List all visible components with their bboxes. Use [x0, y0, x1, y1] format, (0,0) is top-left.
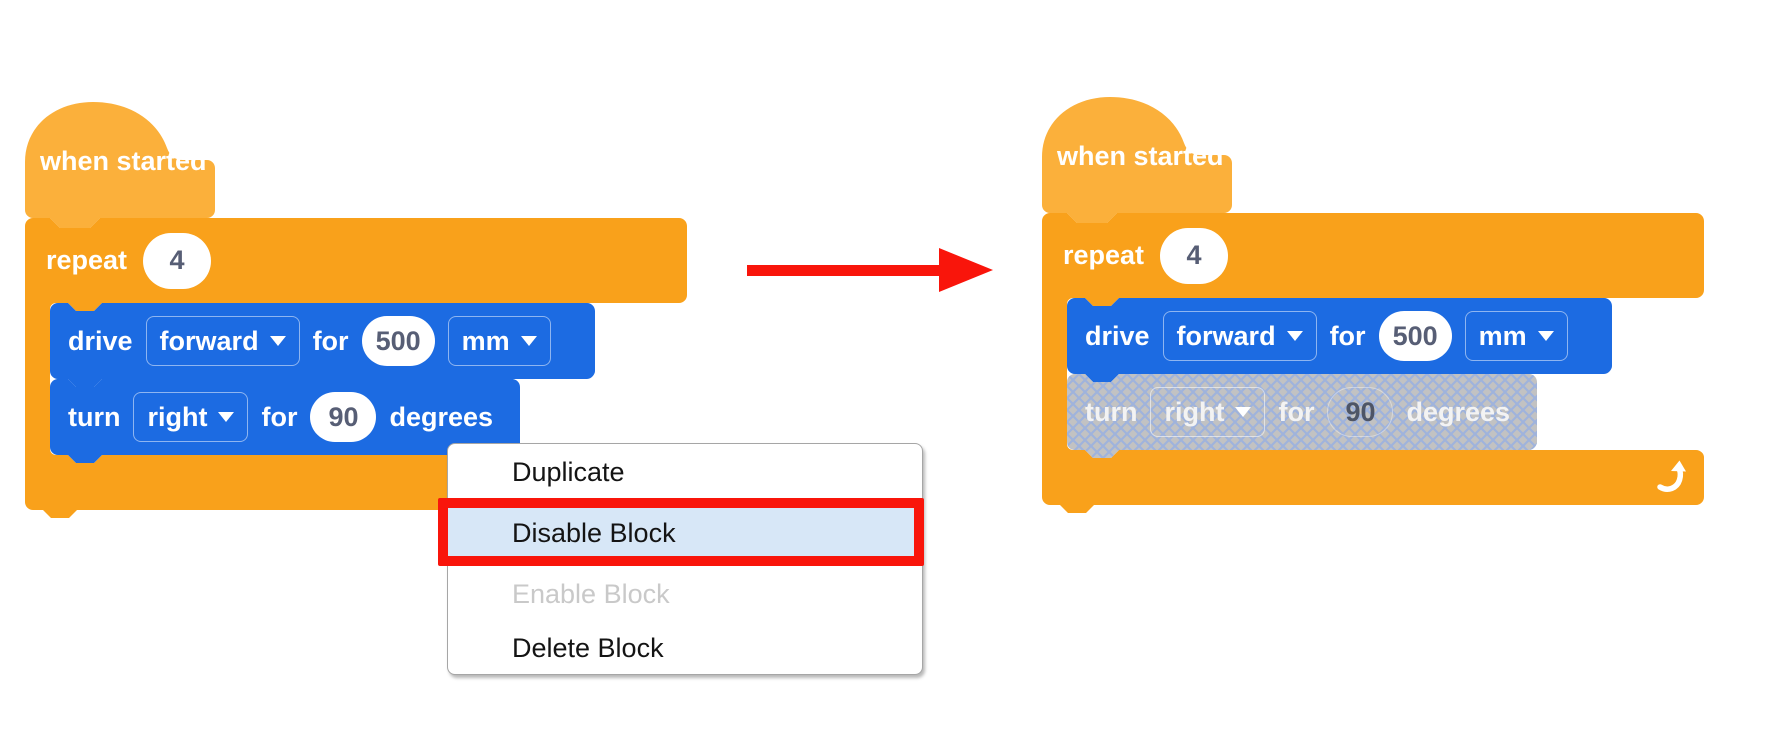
drive-block[interactable] — [1067, 298, 1612, 382]
turn-label: turn — [1085, 396, 1138, 427]
drive-label: drive — [68, 325, 133, 356]
caret-down-icon — [218, 412, 235, 422]
drive-for-label: for — [1329, 320, 1366, 351]
turn-block-row-disabled: turn right for 90 degrees — [1067, 374, 1537, 450]
when-started-label: when started — [40, 146, 207, 176]
drive-for-label: for — [312, 325, 349, 356]
block-stack-after: when started repeat 4 drive forward for … — [1042, 95, 1762, 535]
red-right-arrow-icon — [747, 248, 993, 292]
turn-block[interactable] — [50, 379, 520, 463]
drive-block-row: drive forward for 500 mm — [1067, 298, 1612, 374]
turn-direction-dropdown[interactable]: right — [133, 392, 249, 442]
turn-block-disabled[interactable] — [1067, 374, 1537, 458]
drive-direction-dropdown[interactable]: forward — [145, 316, 300, 366]
repeat-count-input[interactable]: 4 — [143, 232, 212, 289]
turn-direction-dropdown[interactable]: right — [1150, 387, 1266, 437]
drive-label: drive — [1085, 320, 1150, 351]
drive-block-row: drive forward for 500 mm — [50, 303, 595, 379]
menu-item-delete-block[interactable]: Delete Block — [512, 633, 664, 663]
when-started-hat-block[interactable] — [1042, 95, 1232, 223]
caret-down-icon — [269, 336, 286, 346]
turn-unit-label: degrees — [389, 401, 494, 432]
turn-angle-input[interactable]: 90 — [1327, 387, 1394, 437]
block-context-menu: Duplicate Disable Block Enable Block Del… — [438, 443, 924, 675]
drive-block[interactable] — [50, 303, 595, 387]
turn-unit-label: degrees — [1406, 396, 1511, 427]
repeat-block-row: repeat 4 — [25, 218, 687, 303]
repeat-count-input[interactable]: 4 — [1160, 227, 1229, 284]
menu-item-enable-block: Enable Block — [512, 579, 670, 609]
repeat-label: repeat — [46, 245, 128, 275]
when-started-label: when started — [1057, 141, 1224, 171]
drive-unit-dropdown[interactable]: mm — [447, 316, 551, 366]
turn-angle-input[interactable]: 90 — [310, 392, 377, 442]
drive-distance-input[interactable]: 500 — [1378, 311, 1452, 361]
turn-label: turn — [68, 401, 121, 432]
repeat-block-row: repeat 4 — [1042, 213, 1704, 298]
menu-item-disable-block[interactable]: Disable Block — [448, 500, 922, 566]
menu-item-duplicate[interactable]: Duplicate — [512, 456, 625, 487]
repeat-block[interactable] — [1042, 213, 1704, 513]
block-stack-before: when started repeat 4 drive forward for … — [25, 100, 745, 540]
caret-down-icon — [1235, 407, 1252, 417]
drive-direction-dropdown[interactable]: forward — [1162, 311, 1317, 361]
drive-distance-input[interactable]: 500 — [361, 316, 435, 366]
repeat-label: repeat — [1063, 240, 1145, 270]
repeat-block[interactable] — [25, 218, 687, 518]
turn-for-label: for — [261, 401, 298, 432]
caret-down-icon — [520, 336, 537, 346]
drive-unit-dropdown[interactable]: mm — [1464, 311, 1568, 361]
caret-down-icon — [1537, 331, 1554, 341]
turn-block-row: turn right for 90 degrees — [50, 379, 520, 455]
caret-down-icon — [1286, 331, 1303, 341]
loop-arrow-icon — [1657, 460, 1686, 492]
when-started-hat-block[interactable] — [25, 100, 215, 228]
turn-for-label: for — [1278, 396, 1315, 427]
